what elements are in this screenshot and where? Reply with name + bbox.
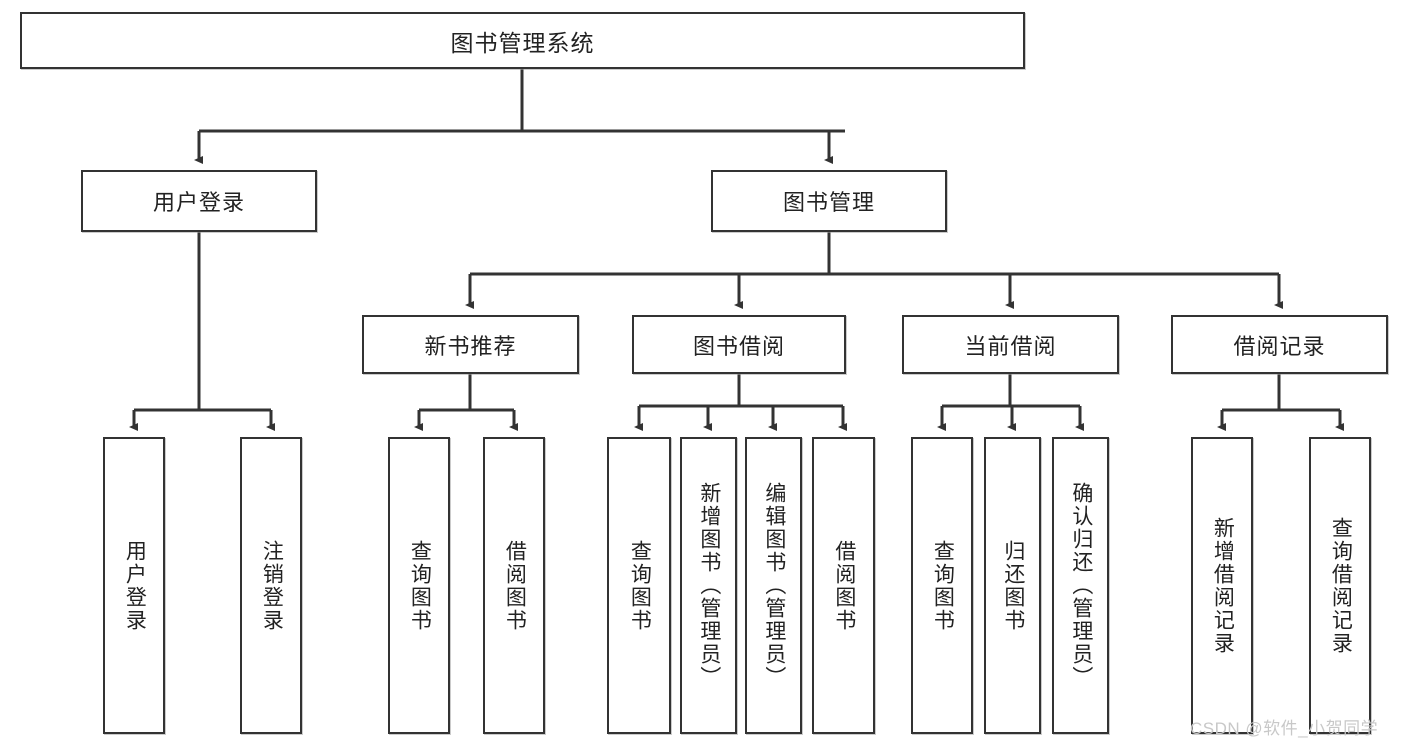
node-borrow-records[interactable]: 借阅记录 xyxy=(1171,315,1388,374)
node-book-borrow[interactable]: 图书借阅 xyxy=(632,315,846,374)
node-label: 当前借阅 xyxy=(964,333,1057,359)
node-label: 借阅图书 xyxy=(503,539,527,632)
node-label: 编辑图书（管理员） xyxy=(762,482,786,689)
node-root-system[interactable]: 图书管理系统 xyxy=(20,12,1025,69)
node-label: 借阅图书 xyxy=(832,539,856,632)
node-label: 查询借阅记录 xyxy=(1329,516,1353,655)
leaf-edit-book-admin[interactable]: 编辑图书（管理员） xyxy=(745,437,802,734)
node-label: 用户登录 xyxy=(123,539,147,632)
node-label: 新增图书（管理员） xyxy=(697,482,721,689)
edges-newbook-to-leaves xyxy=(414,374,518,431)
edges-root-to-level2 xyxy=(194,69,845,164)
leaf-confirm-return-admin[interactable]: 确认归还（管理员） xyxy=(1052,437,1109,734)
node-label: 图书借阅 xyxy=(692,333,785,359)
node-book-management[interactable]: 图书管理 xyxy=(711,170,947,232)
node-label: 查询图书 xyxy=(628,539,652,632)
node-label: 用户登录 xyxy=(152,190,245,215)
leaf-logout-login[interactable]: 注销登录 xyxy=(240,437,302,734)
leaf-borrow-book[interactable]: 借阅图书 xyxy=(812,437,875,734)
leaf-query-book-current[interactable]: 查询图书 xyxy=(911,437,973,734)
leaf-add-borrow-record[interactable]: 新增借阅记录 xyxy=(1191,437,1253,734)
node-user-login[interactable]: 用户登录 xyxy=(81,170,317,232)
edges-user-login-to-leaves xyxy=(129,232,275,431)
leaf-query-book-borrow[interactable]: 查询图书 xyxy=(607,437,671,734)
node-label: 注销登录 xyxy=(260,539,284,632)
node-label: 确认归还（管理员） xyxy=(1069,482,1093,689)
leaf-query-borrow-record[interactable]: 查询借阅记录 xyxy=(1309,437,1371,734)
watermark: CSDN @软件_小贺同学 xyxy=(1190,719,1379,738)
leaf-return-book[interactable]: 归还图书 xyxy=(984,437,1041,734)
node-label: 图书管理 xyxy=(782,190,875,215)
leaf-borrow-book-recommend[interactable]: 借阅图书 xyxy=(483,437,545,734)
node-label: 归还图书 xyxy=(1001,539,1025,632)
edges-records-to-leaves xyxy=(1217,374,1344,431)
node-new-book-recommend[interactable]: 新书推荐 xyxy=(362,315,579,374)
node-label: 图书管理系统 xyxy=(450,29,595,56)
node-label: 借阅记录 xyxy=(1233,333,1326,359)
node-label: 查询图书 xyxy=(931,539,955,632)
node-label: 新书推荐 xyxy=(424,333,517,359)
leaf-user-login[interactable]: 用户登录 xyxy=(103,437,165,734)
leaf-add-book-admin[interactable]: 新增图书（管理员） xyxy=(680,437,737,734)
node-label: 查询图书 xyxy=(408,539,432,632)
edges-book-mgmt-to-level3 xyxy=(465,232,1283,309)
node-label: 新增借阅记录 xyxy=(1211,516,1235,655)
edges-borrow-to-leaves xyxy=(634,374,847,431)
edges-current-to-leaves xyxy=(937,374,1084,431)
leaf-query-book-recommend[interactable]: 查询图书 xyxy=(388,437,450,734)
node-current-borrow[interactable]: 当前借阅 xyxy=(902,315,1119,374)
